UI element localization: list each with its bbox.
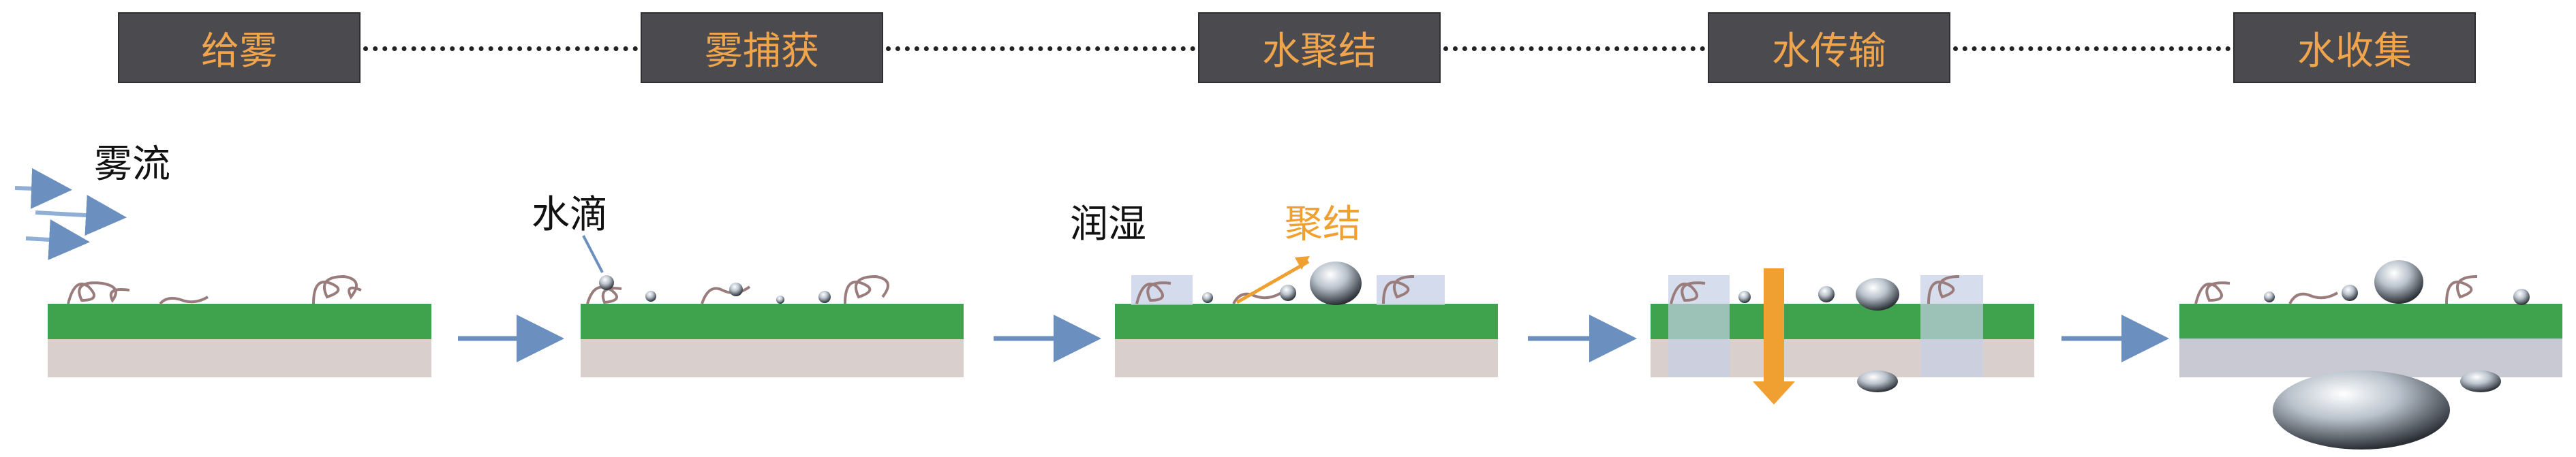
droplet-label: 水滴: [532, 193, 608, 237]
fiber-squiggle: [67, 281, 130, 304]
fog-flow-arrows: [14, 168, 127, 260]
stage-water-collection: 水收集: [2233, 12, 2476, 83]
stage-connector: [363, 46, 638, 51]
fiber-squiggle: [1927, 275, 1960, 304]
wetted-region: [2179, 338, 2562, 377]
fiber-squiggle: [1670, 281, 1706, 304]
stage-label: 水聚结: [1262, 29, 1377, 74]
fiber-squiggle: [1382, 275, 1415, 304]
panel-water-coalescence: [1115, 256, 1498, 377]
stage-connector: [1443, 46, 1705, 51]
transport-arrow: [1764, 268, 1784, 384]
fiber-squiggle: [586, 285, 622, 304]
droplet-icon: [1280, 285, 1296, 301]
droplet-icon: [2264, 291, 2275, 302]
droplet-icon: [776, 296, 784, 304]
stage-label: 水收集: [2297, 29, 2412, 74]
fog-flow-label: 雾流: [94, 142, 170, 187]
droplet-icon: [2513, 289, 2530, 305]
stage-fog-supply: 给雾: [118, 12, 361, 83]
stage-label: 水传输: [1772, 29, 1886, 74]
coalescence-arrow: [1236, 259, 1310, 304]
stage-connector: [1953, 46, 2230, 51]
stage-water-coalescence: 水聚结: [1198, 12, 1441, 83]
droplet-icon: [1202, 292, 1213, 303]
panel-water-transport: [1651, 268, 2034, 405]
wetted-region: [1377, 275, 1445, 305]
droplet-icon: [2460, 371, 2501, 392]
wetting-label: 润湿: [1070, 202, 1146, 247]
droplet-icon: [599, 275, 614, 290]
droplet-icon: [818, 291, 831, 303]
droplet-pointer: [582, 235, 604, 273]
fiber-squiggle: [844, 274, 889, 304]
fiber-squiggle: [2288, 291, 2339, 304]
fiber-squiggle: [159, 296, 209, 305]
droplet-icon: [1857, 371, 1898, 392]
droplet-icon: [1738, 291, 1751, 303]
fiber-squiggle: [1232, 291, 1283, 304]
droplet-icon: [645, 291, 656, 302]
fiber-squiggle: [1135, 281, 1171, 304]
panel-fog-capture: [581, 235, 964, 377]
fiber-squiggle: [2445, 275, 2478, 304]
droplet-icon: [2342, 285, 2358, 301]
wetted-region: [1668, 275, 1730, 377]
droplet-icon: [1818, 286, 1835, 302]
droplet-icon: [1856, 278, 1899, 311]
droplet-icon: [2374, 260, 2423, 304]
stage-connector: [886, 46, 1195, 51]
stage-water-transport: 水传输: [1708, 12, 1950, 83]
panel-fog-supply: [48, 274, 431, 377]
stage-label: 给雾: [201, 29, 277, 74]
panel-water-collection: [2179, 260, 2562, 450]
collected-water-icon: [2273, 371, 2450, 450]
coalesced-droplet-icon: [1310, 262, 1362, 305]
stage-fog-capture: 雾捕获: [641, 12, 883, 83]
droplet-icon: [729, 283, 743, 296]
fiber-squiggle: [312, 274, 362, 304]
stage-label: 雾捕获: [705, 29, 819, 74]
fiber-squiggle: [2194, 281, 2230, 304]
coalescence-label: 聚结: [1285, 202, 1361, 247]
